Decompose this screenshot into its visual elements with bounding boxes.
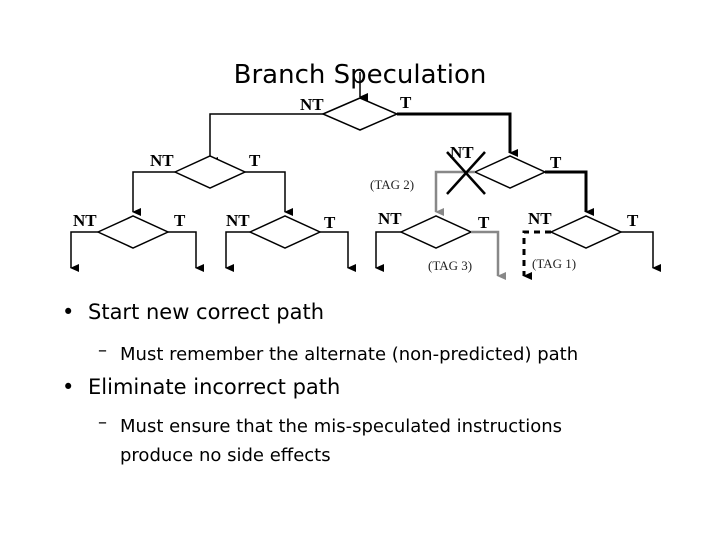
l2-a-t-edge xyxy=(168,231,204,272)
tag-2-label: (TAG 2) xyxy=(370,177,414,192)
l1-left-nt-label: NT xyxy=(150,151,174,170)
l1-left-t-label: T xyxy=(249,151,261,170)
dash-marker: – xyxy=(98,340,107,361)
l2-b-t-edge xyxy=(320,231,356,272)
sub-bullet-item-1: – Must remember the alternate (non-predi… xyxy=(98,340,640,369)
bullet-text-1: Start new correct path xyxy=(88,300,325,324)
l2-a-nt-edge xyxy=(70,231,98,272)
l1-right-t-edge xyxy=(545,170,594,216)
bullet-marker: • xyxy=(62,375,75,399)
branch-tree-diagram: NT T NT T NT T (TAG 2) NT T NT T NT T (T… xyxy=(70,72,661,280)
branch-node-l2-a xyxy=(96,215,170,249)
sub-bullet-text-1: Must remember the alternate (non-predict… xyxy=(120,344,579,365)
l2-d-nt-label: NT xyxy=(528,209,552,228)
l2-a-t-label: T xyxy=(174,211,186,230)
bullet-item-2: • Eliminate incorrect path xyxy=(62,375,340,399)
l2-a-nt-label: NT xyxy=(73,211,97,230)
l1-right-nt-edge-squashed xyxy=(434,170,475,216)
branch-node-l2-c xyxy=(399,215,473,249)
l2-d-t-edge xyxy=(621,231,661,272)
l2-b-t-label: T xyxy=(324,213,336,232)
tag-1-label: (TAG 1) xyxy=(532,256,576,271)
bullet-marker: • xyxy=(62,300,75,324)
l2-c-t-edge-squashed xyxy=(471,230,506,280)
branch-node-l1-left xyxy=(173,155,247,189)
l1-right-nt-label: NT xyxy=(450,143,474,162)
mispredict-cross-mark xyxy=(446,151,486,195)
l1-left-t-edge xyxy=(245,171,293,216)
tag-3-label: (TAG 3) xyxy=(428,258,472,273)
root-nt-label: NT xyxy=(300,95,324,114)
branch-node-l2-b xyxy=(248,215,322,249)
branch-node-root xyxy=(321,97,399,131)
root-nt-edge xyxy=(209,113,323,165)
l2-b-nt-label: NT xyxy=(226,211,250,230)
root-t-edge xyxy=(397,112,518,157)
l2-c-nt-label: NT xyxy=(378,209,402,228)
sub-bullet-item-2: – Must ensure that the mis-speculated in… xyxy=(98,412,640,470)
l1-left-nt-edge xyxy=(132,171,175,216)
l2-d-t-label: T xyxy=(627,211,639,230)
bullet-text-2: Eliminate incorrect path xyxy=(88,375,341,399)
l2-c-t-label: T xyxy=(478,213,490,232)
sub-bullet-text-2: Must ensure that the mis-speculated inst… xyxy=(120,416,563,466)
root-t-label: T xyxy=(400,93,412,112)
l1-right-t-label: T xyxy=(550,153,562,172)
bullet-item-1: • Start new correct path xyxy=(62,300,324,324)
l2-b-nt-edge xyxy=(225,231,250,272)
l2-c-nt-edge xyxy=(375,231,401,272)
branch-node-l1-right xyxy=(473,155,547,189)
branch-node-l2-d xyxy=(549,215,623,249)
dash-marker: – xyxy=(98,412,107,433)
l2-d-nt-edge-dashed xyxy=(522,230,551,280)
